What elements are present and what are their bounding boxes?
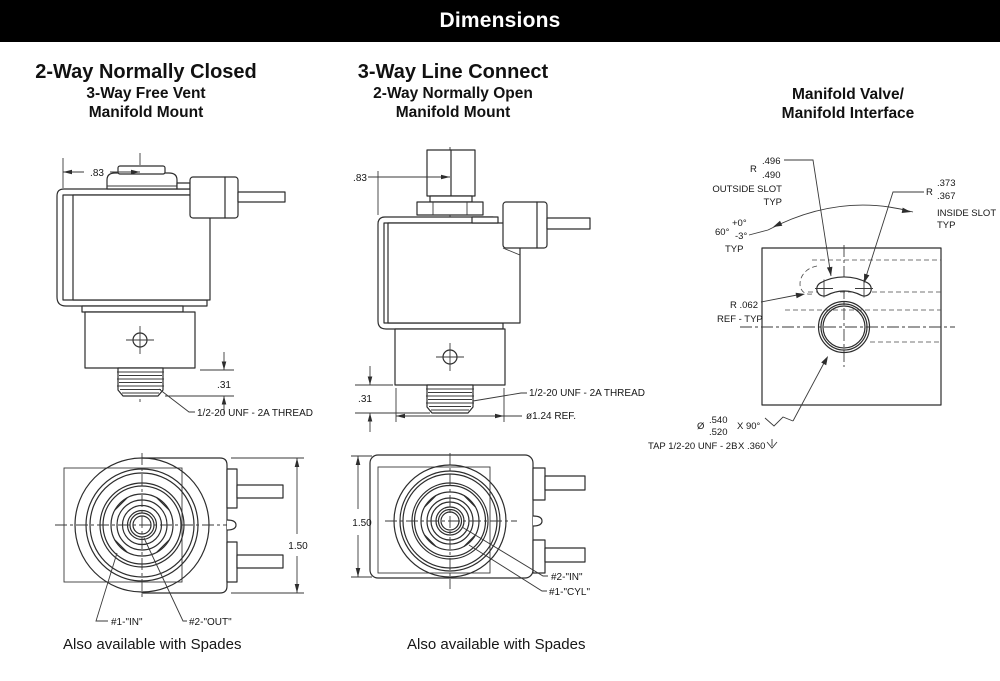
inside-r-lower: .367 xyxy=(937,191,956,202)
dimension-width: .83 xyxy=(62,158,140,188)
outside-slot-label: OUTSIDE SLOT xyxy=(712,184,782,195)
thread-stub xyxy=(426,384,474,414)
tap-hole xyxy=(817,300,871,354)
dimension-stub: .31 xyxy=(165,352,234,414)
terminal-pins xyxy=(532,467,586,574)
dimension-height: 1.50 xyxy=(351,455,372,578)
bottom-view-2way-nc-drawing: 1.50 #1-"IN" #2-"OUT" xyxy=(55,453,308,628)
thread-label: 1/2-20 UNF - 2A THREAD xyxy=(197,408,313,419)
inside-r-prefix: R xyxy=(926,187,933,198)
angle-label: 60° xyxy=(715,227,730,238)
column2-subtitle2: Manifold Mount xyxy=(395,104,511,121)
coil-circles xyxy=(55,453,238,598)
column3-heading: Manifold Valve/ Manifold Interface xyxy=(748,85,948,123)
manifold-block xyxy=(740,245,955,406)
inside-r-upper: .373 xyxy=(937,178,956,189)
inside-slot-label: INSIDE SLOT xyxy=(937,208,996,219)
manifold-interface-drawing: R .496 .490 OUTSIDE SLOT TYP R .373 .367… xyxy=(648,156,996,452)
column2-heading: 3-Way Line Connect 2-Way Normally Open M… xyxy=(340,60,566,122)
dim-width-label: .83 xyxy=(90,168,104,179)
dim-stub-label: .31 xyxy=(358,394,372,405)
fillet-callout: R .062 REF - TYP xyxy=(717,292,805,325)
port-a-label: #2-"IN" xyxy=(551,572,583,583)
outside-slot-callout: R .496 .490 OUTSIDE SLOT TYP xyxy=(712,156,833,277)
fillet-label-2: REF - TYP xyxy=(717,314,763,325)
angle-upper: +0° xyxy=(732,218,747,229)
spades-note-2: Also available with Spades xyxy=(407,636,586,653)
column2-subtitle1: 2-Way Normally Open xyxy=(373,85,533,102)
port-b-label: #1-"CYL" xyxy=(549,587,590,598)
dim-stub-label: .31 xyxy=(217,380,231,391)
outside-r-prefix: R xyxy=(750,164,757,175)
dia-label: ø1.24 REF. xyxy=(526,411,576,422)
dimension-width: .83 xyxy=(353,171,450,215)
terminal-pins xyxy=(226,468,284,583)
fillet-label-1: R .062 xyxy=(730,300,758,311)
hole-angle: X 90° xyxy=(737,421,761,432)
column1-subtitle2: Manifold Mount xyxy=(88,104,204,121)
bottom-view-3way-drawing: 1.50 #2-"IN" #1-"CYL" xyxy=(351,453,590,598)
port-a-label: #1-"IN" xyxy=(111,617,143,628)
page-header-bar: Dimensions xyxy=(0,0,1000,42)
angle-callout: 60° +0° -3° TYP xyxy=(715,218,747,255)
angle-typ: TYP xyxy=(725,244,743,255)
column3-title: Manifold Valve/ xyxy=(792,86,904,103)
side-view-2way-nc-drawing: .83 .31 1/2-20 UNF - 2A THREAD xyxy=(56,153,313,419)
thread-label: 1/2-20 UNF - 2A THREAD xyxy=(529,388,645,399)
tap-label: TAP 1/2-20 UNF - 2B xyxy=(648,441,737,452)
depth-symbol-icon xyxy=(766,439,778,449)
column1-heading: 2-Way Normally Closed 3-Way Free Vent Ma… xyxy=(30,60,262,122)
column1-subtitle1: 3-Way Free Vent xyxy=(86,85,206,102)
port-callouts: #1-"IN" #2-"OUT" xyxy=(95,537,232,628)
dim-height-label: 1.50 xyxy=(288,541,308,552)
angle-lower: -3° xyxy=(735,231,747,242)
dimension-diameter: ø1.24 REF. xyxy=(395,388,576,422)
hole-callout: Ø .540 .520 X 90° xyxy=(697,356,828,438)
inside-slot-typ: TYP xyxy=(937,220,955,231)
valve-body xyxy=(377,149,591,386)
tap-callout: TAP 1/2-20 UNF - 2B X .360 xyxy=(648,439,778,452)
outside-slot-typ: TYP xyxy=(764,197,782,208)
column1-title: 2-Way Normally Closed xyxy=(35,61,257,83)
thread-callout: 1/2-20 UNF - 2A THREAD xyxy=(472,388,645,402)
dim-height-label: 1.50 xyxy=(352,518,372,529)
side-view-3way-drawing: .83 .31 ø1.24 REF. 1/2-20 UNF - 2A THREA… xyxy=(353,147,645,432)
page-title: Dimensions xyxy=(439,9,561,32)
inside-slot-callout: R .373 .367 INSIDE SLOT TYP xyxy=(863,178,996,284)
dimension-height: 1.50 xyxy=(231,457,308,594)
port-b-label: #2-"OUT" xyxy=(189,617,232,628)
outside-r-lower: .490 xyxy=(762,170,781,181)
column3-subtitle1: Manifold Interface xyxy=(781,105,915,122)
spades-note-1: Also available with Spades xyxy=(63,636,242,653)
coil-circles xyxy=(385,453,517,589)
slot-feature xyxy=(799,265,873,298)
hole-upper: .540 xyxy=(709,415,728,426)
dim-width-label: .83 xyxy=(353,173,367,184)
hole-lower: .520 xyxy=(709,427,728,438)
outside-r-upper: .496 xyxy=(762,156,781,167)
port-callouts: #2-"IN" #1-"CYL" xyxy=(461,526,590,598)
tap-depth: X .360 xyxy=(738,441,765,452)
valve-body xyxy=(56,165,286,369)
dimension-stub: .31 xyxy=(355,366,430,432)
angle-dimension-arc xyxy=(748,204,914,236)
thread-stub xyxy=(117,367,164,397)
column2-title: 3-Way Line Connect xyxy=(357,61,549,83)
thread-callout: 1/2-20 UNF - 2A THREAD xyxy=(158,388,313,419)
housing-outline xyxy=(63,457,228,594)
hole-prefix: Ø xyxy=(697,421,705,432)
